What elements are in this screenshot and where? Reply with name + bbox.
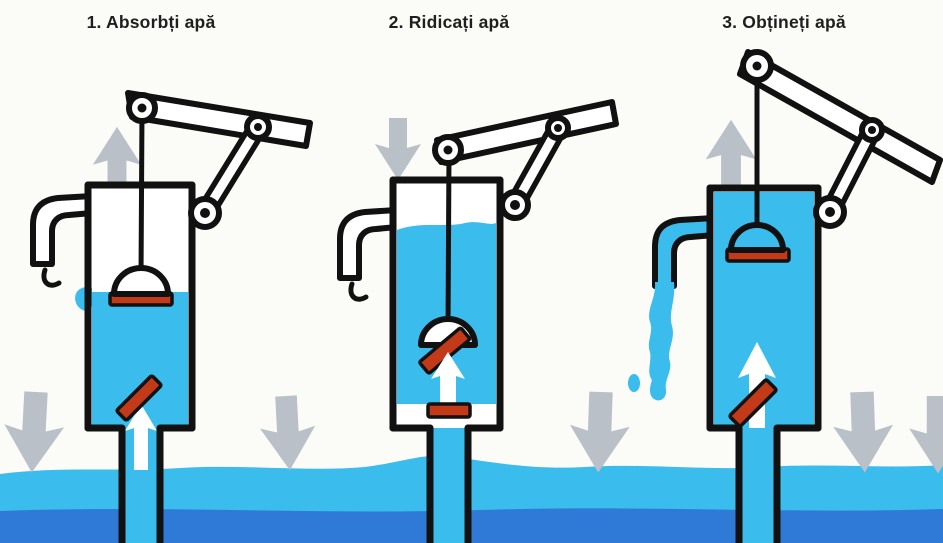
pump-body-outline [389,176,504,543]
down-arrow-icon [258,394,318,472]
pump-body-outline [706,184,822,543]
spout [30,193,95,267]
spout-drip-stroke [348,281,369,302]
water-stream [648,282,675,401]
spout [652,215,717,289]
stage-2-label: 2. Ridicați apă [388,12,510,32]
pipe-water [433,428,465,543]
stage-1-label: 1. Absorbți apă [86,12,216,32]
check-valve-open [728,378,778,428]
flow-up-arrow-icon [738,342,776,428]
down-arrow-icon [909,396,943,474]
piston-dome [728,222,786,253]
pump-stage-2 [337,99,619,543]
down-arrow-icon [568,390,631,474]
down-arrow-icon [832,390,895,474]
flow-up-arrow-icon [431,352,465,406]
handle-lever [434,99,619,165]
spout-drip-stroke [41,267,62,288]
piston-dome [111,265,171,297]
water-droplet [628,374,640,392]
pump-stage-1 [30,90,313,543]
check-valve-open [115,374,163,422]
spout [337,207,400,281]
check-valve-closed [426,402,472,419]
down-arrow-icon [375,118,421,180]
piston-rod [138,107,145,281]
up-arrow-icon [705,119,757,188]
stage-3-label: 3. Obțineți apă [722,12,846,32]
pump-body-outline [84,181,196,543]
suction-arrow-icon [125,404,157,470]
pump-stage-3 [628,49,943,543]
down-arrow-icon [1,390,66,475]
pipe-water [742,420,774,543]
